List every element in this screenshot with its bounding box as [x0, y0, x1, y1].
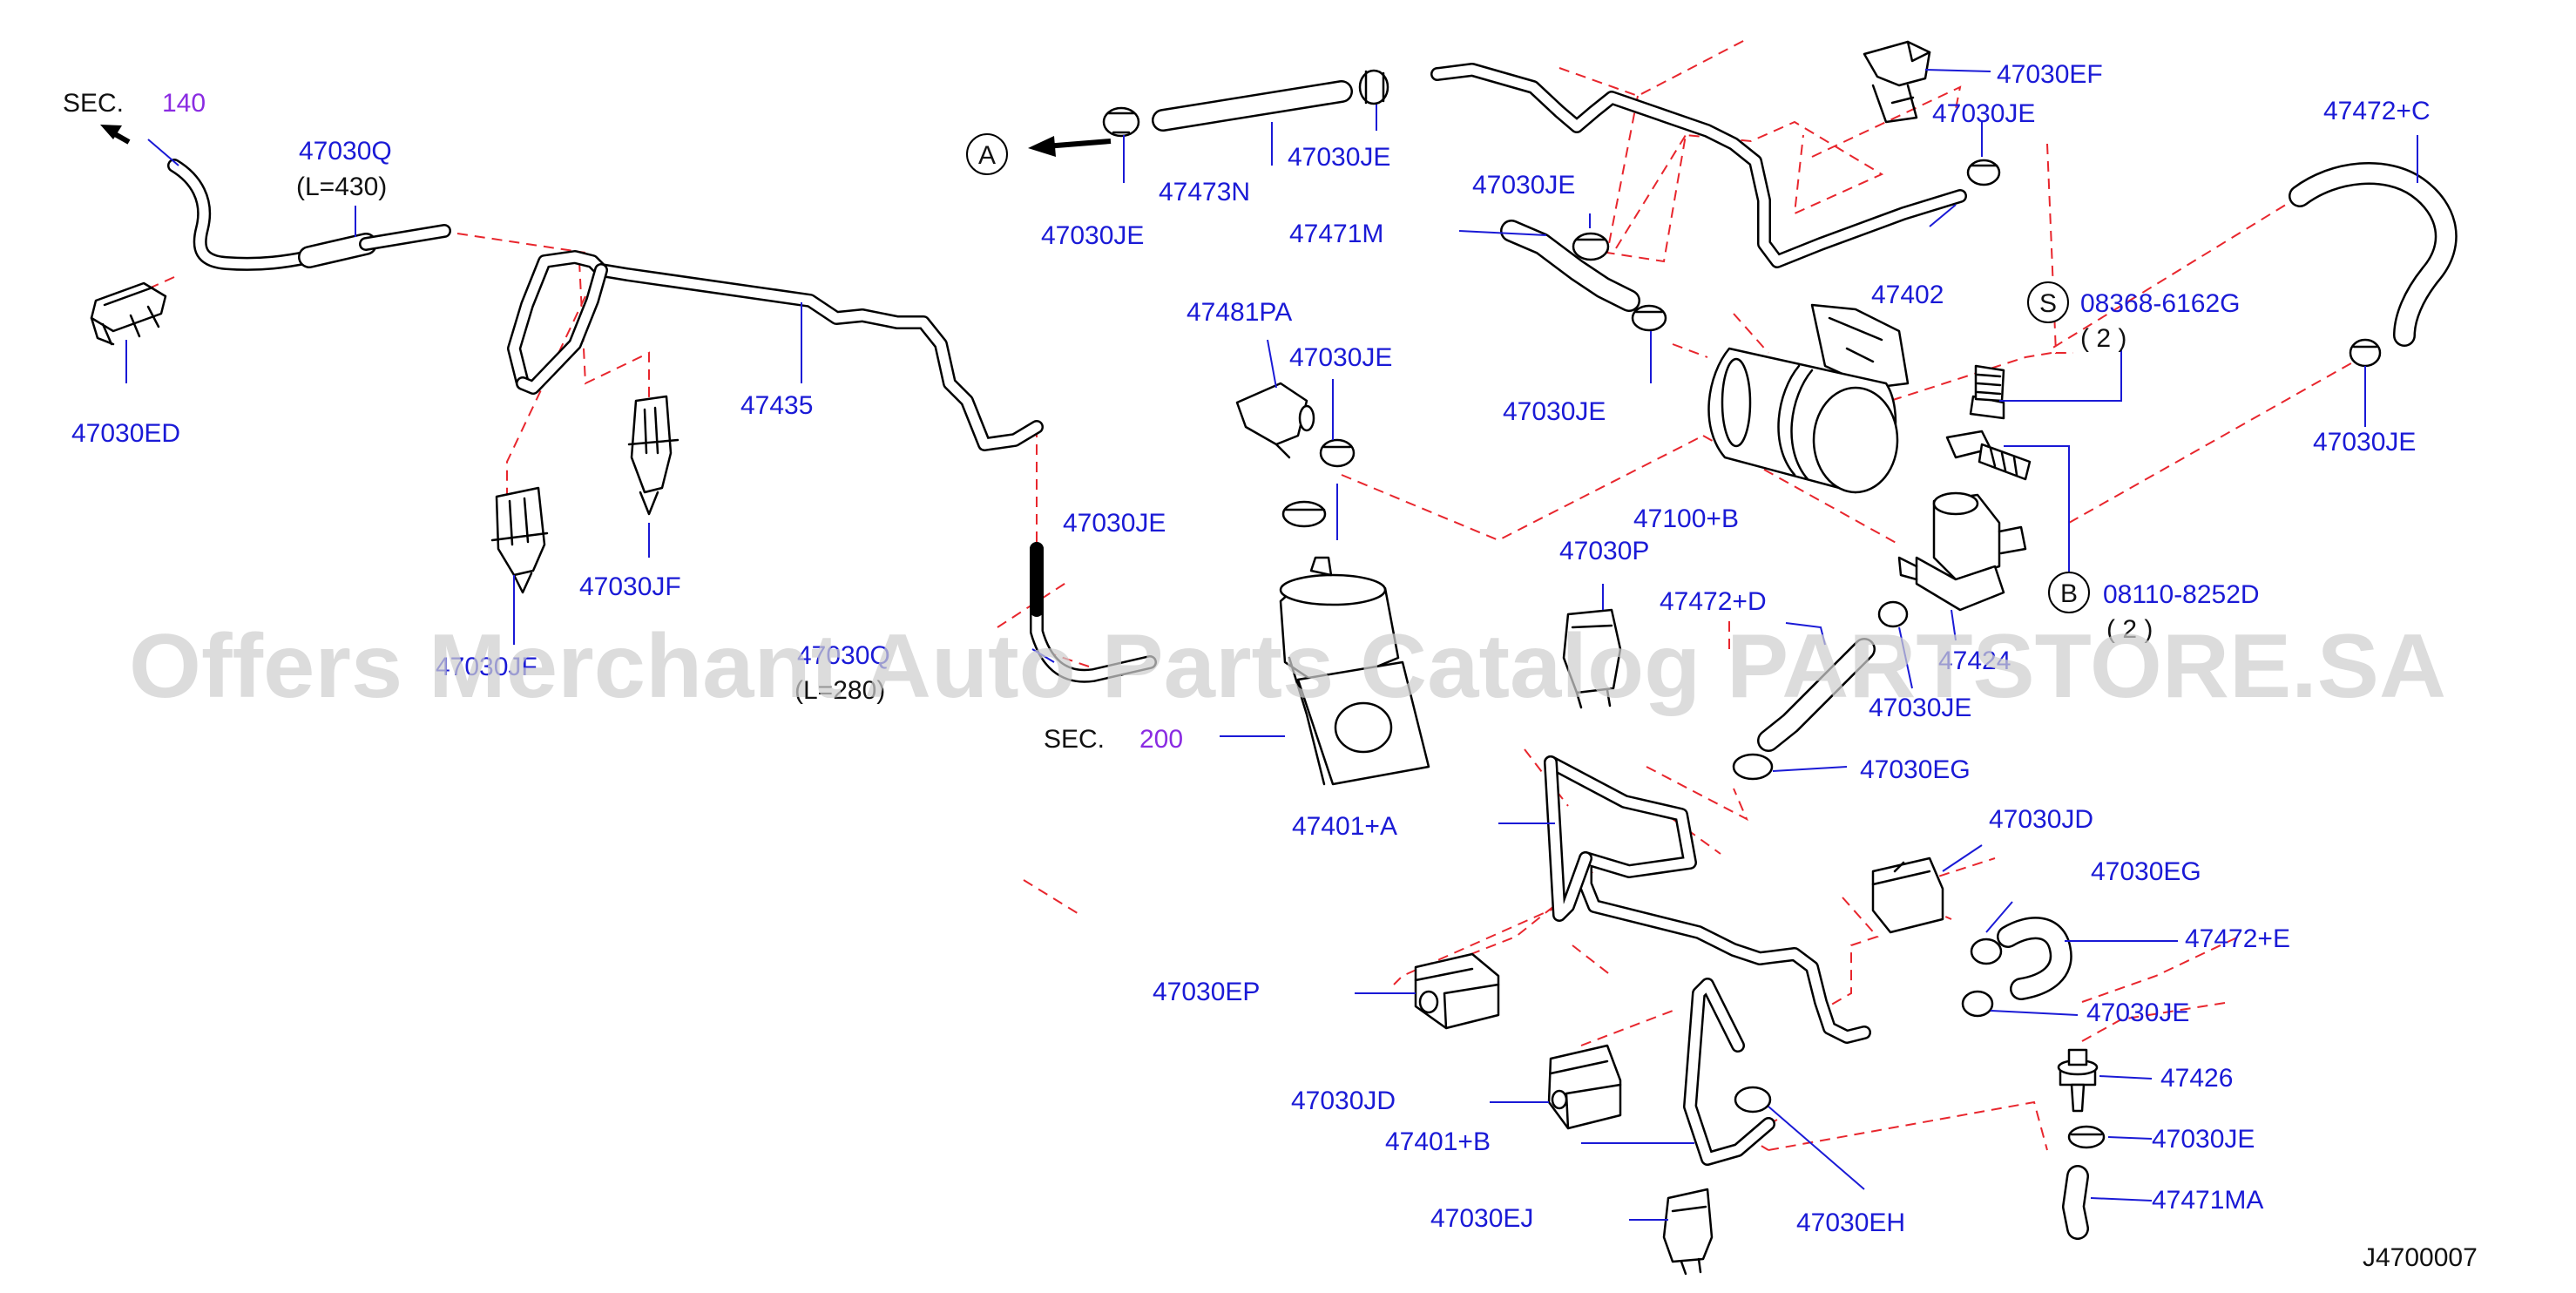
label-47424[interactable]: 47424 [1938, 646, 2011, 675]
hose-47472E [1997, 917, 2072, 1000]
parts-drawing [90, 40, 2458, 1276]
label-47030JD[interactable]: 47030JD [1989, 805, 2093, 834]
label-47030EG[interactable]: 47030EG [1860, 755, 1971, 784]
valve-47426 [2057, 1048, 2099, 1113]
label-47030JE-clamp[interactable]: 47030JE [1063, 509, 1166, 538]
label-47030EH[interactable]: 47030EH [1796, 1208, 1905, 1237]
label-47030EF[interactable]: 47030EF [1997, 60, 2103, 89]
hose-47471M [1500, 220, 1640, 312]
tube-47435 [507, 250, 1157, 683]
ref-marker-S: S [2027, 281, 2069, 323]
label-47030JF[interactable]: 47030JF [579, 572, 681, 601]
label-47030JE-ef[interactable]: 47030JE [1932, 99, 2035, 128]
label-47030JE-426[interactable]: 47030JE [2152, 1125, 2255, 1154]
bracket-47030EF [1863, 40, 1931, 124]
label-47030JF-lower[interactable]: 47030JF [436, 653, 538, 681]
label-47472E[interactable]: 47472+E [2185, 924, 2290, 953]
label-47030JE-v[interactable]: 47030JE [1869, 694, 1971, 722]
label-47473N[interactable]: 47473N [1159, 178, 1250, 206]
ref-marker-B: B [2048, 572, 2090, 613]
label-47472C[interactable]: 47472+C [2323, 97, 2431, 125]
tube-47402 [1430, 63, 1967, 268]
ref-A-label: A [978, 141, 996, 170]
valve-47424 [1897, 491, 2027, 612]
label-47426[interactable]: 47426 [2160, 1064, 2233, 1093]
tube-47401A [1544, 755, 1871, 1044]
label-47030EG-lower[interactable]: 47030EG [2091, 857, 2201, 886]
hose-47472D [1757, 638, 1876, 752]
label-47030Q-lower-length: (L=280) [794, 676, 885, 705]
label-47030JE-pa[interactable]: 47030JE [1289, 343, 1392, 372]
canister-47100B [1707, 303, 1910, 494]
ref-marker-A: A [966, 133, 1008, 175]
canister-sec200 [1279, 556, 1430, 786]
label-47030EP[interactable]: 47030EP [1153, 978, 1260, 1006]
arrow-A-icon [1028, 136, 1112, 157]
elbow-47481PA [1235, 382, 1315, 459]
label-47471M[interactable]: 47471M [1289, 220, 1383, 248]
clip-47030EJ [1662, 1188, 1714, 1276]
sec140-number[interactable]: 140 [162, 89, 206, 118]
label-47401A[interactable]: 47401+A [1292, 812, 1397, 841]
hose-47473N [1152, 80, 1353, 132]
label-47030JE-e[interactable]: 47030JE [2086, 999, 2189, 1027]
label-47030JE-top1[interactable]: 47030JE [1041, 221, 1144, 250]
bracket-47030EP [1414, 952, 1500, 1030]
sec200-prefix: SEC. [1044, 725, 1105, 754]
valve-47030P [1562, 608, 1622, 709]
label-08110[interactable]: 08110-8252D [2103, 580, 2260, 609]
watermark: Offers Merchant Auto Parts Catalog PARTS… [129, 616, 2446, 717]
label-47030Q-lower[interactable]: 47030Q [797, 641, 890, 670]
ref-B-label: B [2060, 579, 2078, 608]
label-47030Q[interactable]: 47030Q [299, 137, 392, 166]
clip-47030JF-lower [490, 486, 549, 594]
clip-47030ED [90, 281, 167, 346]
label-47100B[interactable]: 47100+B [1633, 504, 1739, 533]
part-labels: SEC. 140 47030Q (L=430) 47030ED 47435 47… [63, 60, 2478, 1272]
hose-47471MA [2062, 1165, 2089, 1240]
bracket-47030JD [1871, 856, 1944, 934]
hose-47472C [2289, 162, 2458, 347]
label-47472D[interactable]: 47472+D [1660, 587, 1767, 616]
diagram-code: J4700007 [2363, 1243, 2478, 1272]
label-47435[interactable]: 47435 [740, 391, 813, 420]
label-47481PA[interactable]: 47481PA [1187, 298, 1292, 327]
label-47401B[interactable]: 47401+B [1385, 1127, 1491, 1156]
label-47030ED[interactable]: 47030ED [71, 419, 180, 448]
bracket-47030JD-lower [1547, 1044, 1622, 1130]
label-47030JE-c[interactable]: 47030JE [2313, 428, 2416, 457]
label-47471MA[interactable]: 47471MA [2152, 1186, 2263, 1215]
label-47030JE-top2[interactable]: 47030JE [1288, 143, 1390, 172]
sec140-prefix: SEC. [63, 89, 124, 118]
label-08110-qty: ( 2 ) [2106, 615, 2153, 644]
label-47402[interactable]: 47402 [1871, 281, 1944, 309]
label-47030EJ[interactable]: 47030EJ [1430, 1204, 1533, 1233]
clip-47030JF [627, 395, 679, 516]
hose-47030Q [167, 159, 451, 271]
label-47030JD-lower[interactable]: 47030JD [1291, 1087, 1396, 1115]
label-08368-qty: ( 2 ) [2080, 324, 2126, 353]
arrow-sec140-icon [100, 125, 131, 145]
tube-47401B [1683, 978, 1775, 1166]
leader-lines [125, 69, 2418, 1221]
label-47030P[interactable]: 47030P [1559, 537, 1649, 565]
bolt-08368 [1969, 364, 2005, 420]
label-47030JE-m[interactable]: 47030JE [1472, 171, 1575, 200]
label-47030JE-tube[interactable]: 47030JE [1503, 397, 1606, 426]
label-08368[interactable]: 08368-6162G [2080, 289, 2241, 318]
sec200-number[interactable]: 200 [1139, 725, 1183, 754]
ref-S-label: S [2039, 289, 2057, 318]
clamps [1102, 69, 2382, 1149]
label-47030Q-length: (L=430) [296, 173, 387, 201]
bolt-08110 [1945, 430, 2032, 481]
